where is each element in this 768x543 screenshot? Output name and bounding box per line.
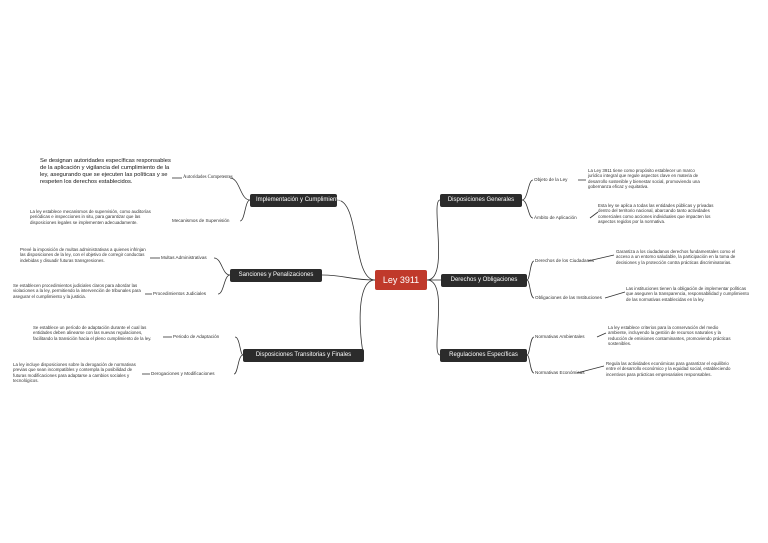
link-generales-objeto <box>521 179 534 201</box>
link-derechos-obligaciones <box>526 279 535 299</box>
link-root-generales <box>426 199 441 281</box>
desc-objeto: La Ley 3911 tiene como propósito estable… <box>588 168 700 190</box>
branch-transitorias: Disposiciones Transitorias y Finales <box>243 349 364 362</box>
desc-mecanismos: La ley establece mecanismos de supervisi… <box>30 209 151 225</box>
sub-economicas: Normativas Económicas <box>535 370 585 375</box>
link-transitorias-periodo <box>234 336 244 356</box>
sub-periodo: Periodo de Adaptación <box>173 334 220 339</box>
desc-ambientales: La ley establece criterios para la conse… <box>608 325 731 347</box>
desc-obligaciones: Las instituciones tienen la obligación d… <box>626 286 750 302</box>
link-sanciones-multas <box>213 257 231 276</box>
link-implementacion-mecanismos <box>239 199 251 222</box>
link-root-sanciones <box>321 274 376 281</box>
branch-implementacion: Implementación y Cumplimiento <box>250 194 341 207</box>
sub-autoridades: Autoridades Competentes <box>183 175 233 180</box>
desc-derogaciones: La ley incluye disposiciones sobre la de… <box>13 362 136 384</box>
sub-ciudadanos: Derechos de los Ciudadanos <box>535 258 594 263</box>
desc-autoridades: Se designan autoridades específicas resp… <box>40 158 171 185</box>
sub-obligaciones: Obligaciones de las Instituciones <box>535 295 602 300</box>
link-transitorias-derogaciones <box>233 354 244 375</box>
link-regulaciones-ambientales <box>526 336 535 356</box>
branch-generales: Disposiciones Generales <box>440 194 522 207</box>
link-implementacion-autoridades <box>229 177 251 201</box>
desc-procedimientos: Se establecen procedimientos judiciales … <box>13 283 141 299</box>
link-root-implementacion <box>336 199 376 281</box>
link-derechos-ciudadanos <box>526 260 535 281</box>
desc-ciudadanos: Garantiza a los ciudadanos derechos fund… <box>616 249 736 265</box>
sub-objeto: Objeto de la Ley <box>534 177 568 182</box>
sub-derogaciones: Derogaciones y Modificaciones <box>151 371 215 376</box>
link-regulaciones-economicas <box>526 354 535 374</box>
root-node: Ley 3911 <box>375 270 427 290</box>
link-generales-ambito <box>521 199 534 219</box>
link-root-transitorias <box>359 279 376 356</box>
desc-ambito: Esta ley se aplica a todas las entidades… <box>598 203 714 225</box>
sub-ambientales: Normativas Ambientales <box>535 334 585 339</box>
desc-periodo: Se establece un período de adaptación du… <box>33 325 152 341</box>
branch-sanciones: Sanciones y Penalizaciones <box>230 269 322 282</box>
desc-multas: Prevé la imposición de multas administra… <box>20 247 146 263</box>
link-sanciones-procedimientos <box>217 274 231 295</box>
branch-regulaciones: Regulaciones Específicas <box>440 349 527 362</box>
sub-ambito: Ámbito de Aplicación <box>534 215 577 220</box>
sub-multas: Multas Administrativas <box>161 255 207 260</box>
branch-derechos: Derechos y Obligaciones <box>441 274 527 287</box>
sub-procedimientos: Procedimientos Judiciales <box>153 291 207 296</box>
link-root-regulaciones <box>426 279 441 356</box>
desc-economicas: Regula las actividades económicas para g… <box>606 361 731 377</box>
sub-mecanismos: Mecanismos de Supervisión <box>172 218 230 223</box>
